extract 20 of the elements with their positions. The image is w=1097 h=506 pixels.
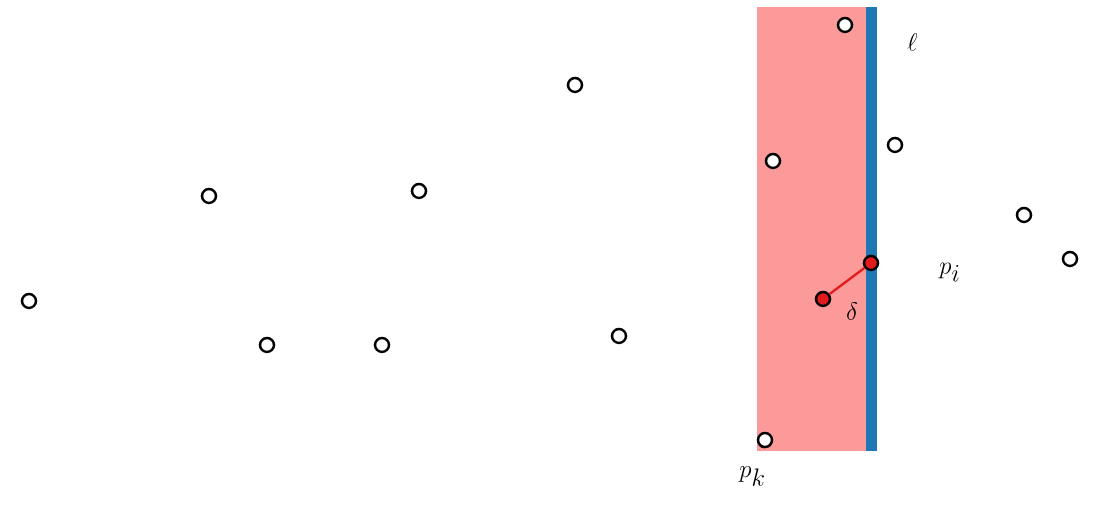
- point: [862, 254, 880, 272]
- point: [836, 16, 854, 34]
- point: [566, 76, 584, 94]
- point: [1015, 206, 1033, 224]
- point: [20, 292, 38, 310]
- point: [410, 182, 428, 200]
- segment: [828, 267, 866, 295]
- math-label: $p_i$: [938, 262, 959, 282]
- point: [610, 327, 628, 345]
- point: [756, 431, 774, 449]
- point: [886, 136, 904, 154]
- edge-label: $\delta$: [847, 302, 858, 320]
- point: [373, 336, 391, 354]
- point: [814, 290, 832, 308]
- math-label: $\ell$: [907, 33, 917, 51]
- point: [258, 336, 276, 354]
- point: [764, 152, 782, 170]
- point: [1061, 250, 1079, 268]
- point: [200, 187, 218, 205]
- math-label: $p_k$: [738, 466, 764, 486]
